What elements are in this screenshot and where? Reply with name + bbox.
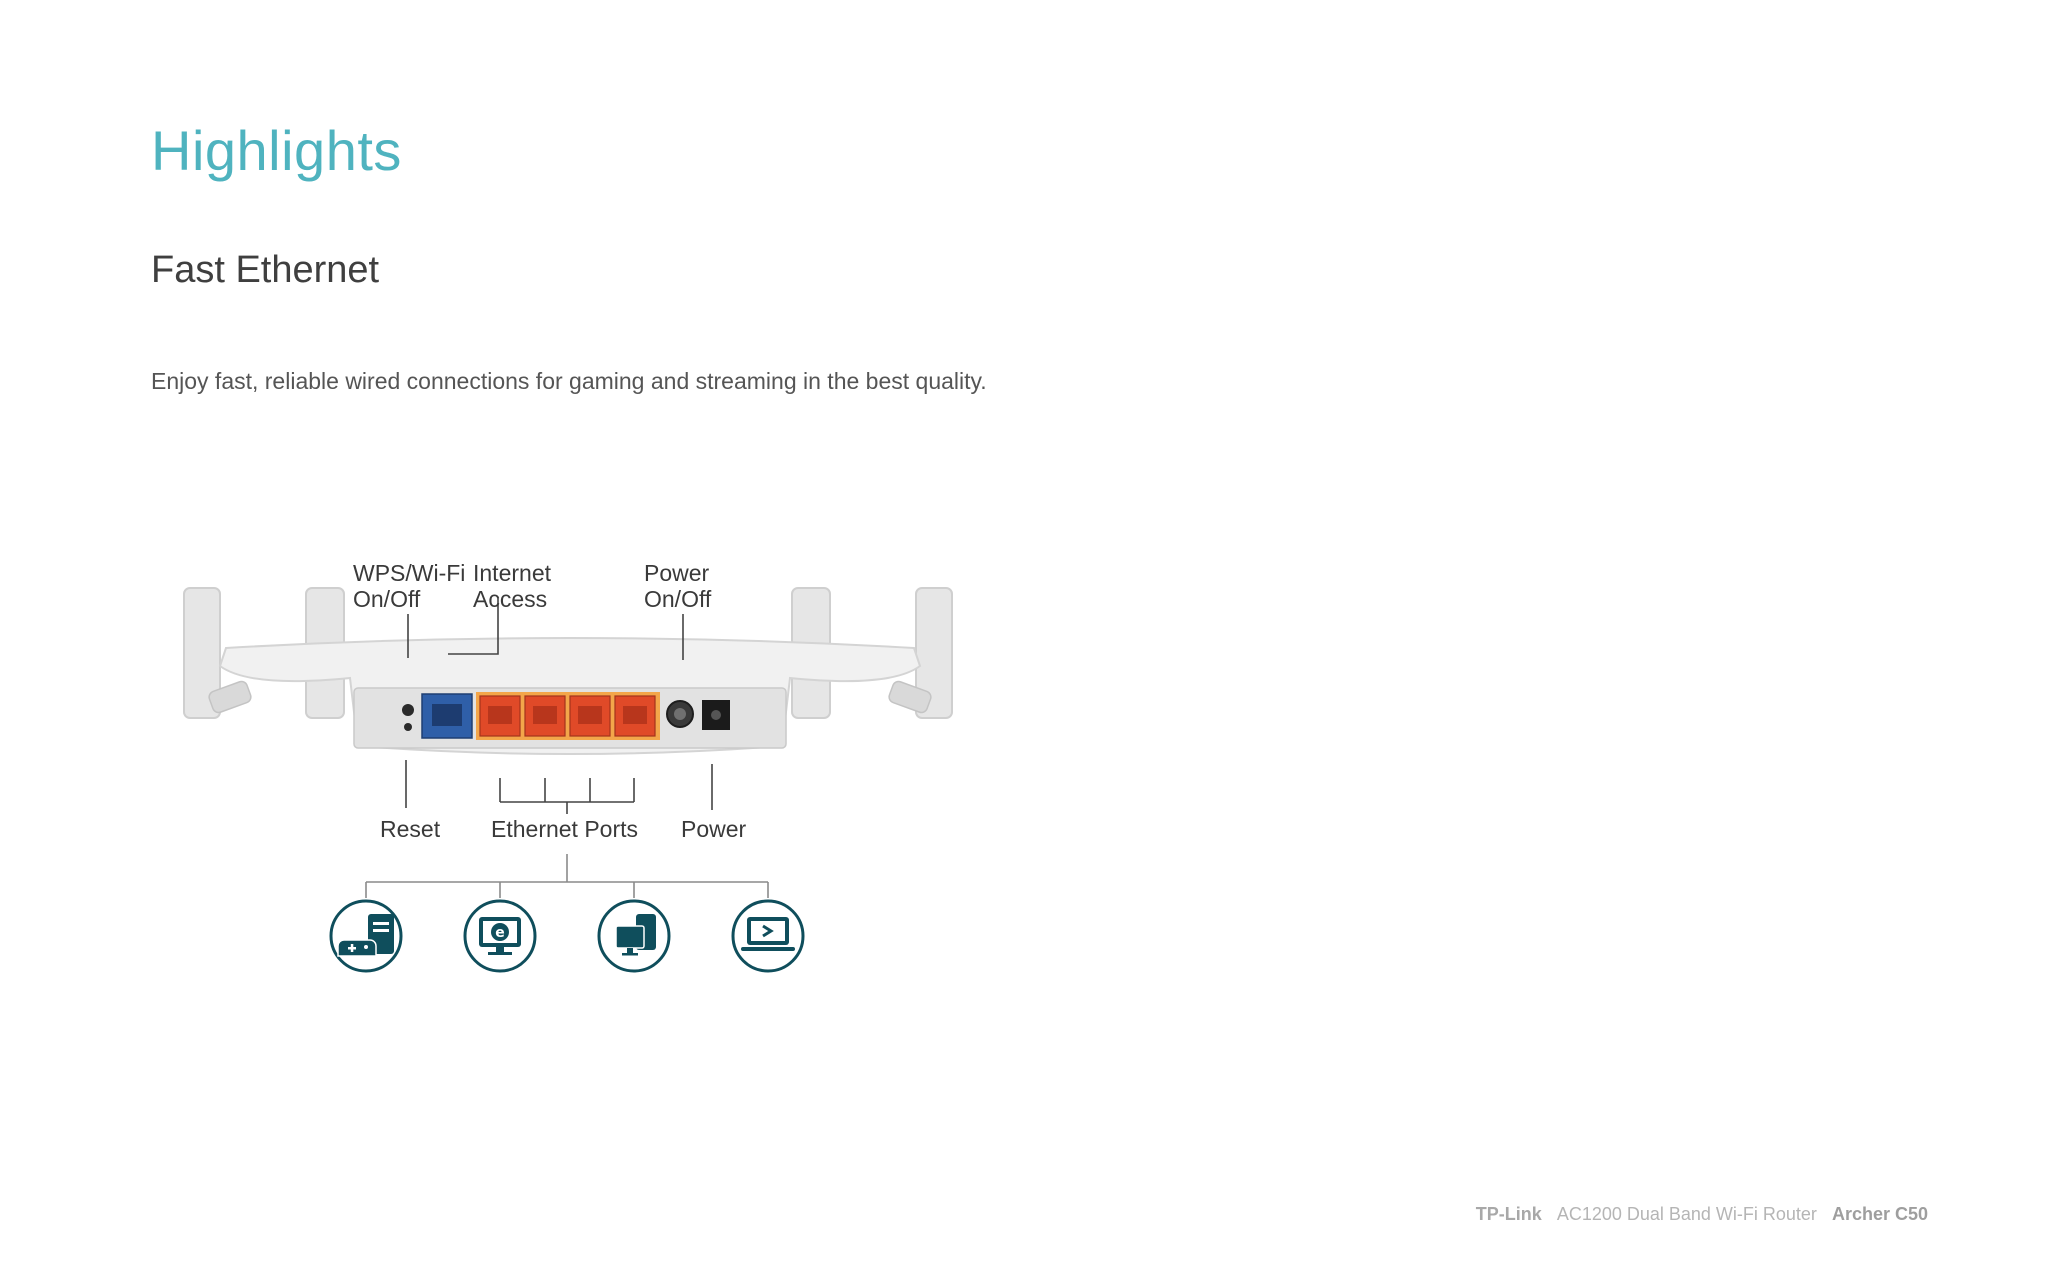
router-ports-diagram: e WPS/Wi-Fi On/Off Internet Access Power… [170,548,970,988]
laptop-streaming-icon [731,899,805,973]
wps-callout: WPS/Wi-Fi On/Off [353,560,465,612]
footer-product: AC1200 Dual Band Wi-Fi Router [1556,1204,1817,1224]
footer-model: Archer C50 [1831,1204,1928,1224]
reset-callout: Reset [380,816,441,842]
game-console-icon [329,899,403,973]
internet-callout-line2: Access [473,586,548,612]
section-title: Fast Ethernet [151,249,380,291]
feature-description: Enjoy fast, reliable wired connections f… [151,368,987,394]
wps-button [402,704,414,716]
reset-button [404,723,412,731]
footer-brand: TP-Link [1475,1204,1542,1224]
power-switch-callout: Power On/Off [644,560,711,612]
internet-tv-icon: e [463,899,537,973]
footer: TP-Link AC1200 Dual Band Wi-Fi Router Ar… [1476,1204,1928,1225]
wps-callout-line1: WPS/Wi-Fi [353,560,466,586]
internet-callout: Internet Access [473,560,551,612]
desktop-computer-icon [597,899,671,973]
ethernet-ports-callout: Ethernet Ports [491,816,639,842]
internet-callout-line1: Internet [473,560,551,586]
svg-text:e: e [495,925,505,941]
power-switch-callout-line2: On/Off [644,586,712,612]
power-switch-callout-line1: Power [644,560,710,586]
power-callout: Power [681,816,747,842]
router-back-illustration: e [183,587,953,973]
page-heading: Highlights [151,119,402,182]
wps-callout-line2: On/Off [353,586,421,612]
